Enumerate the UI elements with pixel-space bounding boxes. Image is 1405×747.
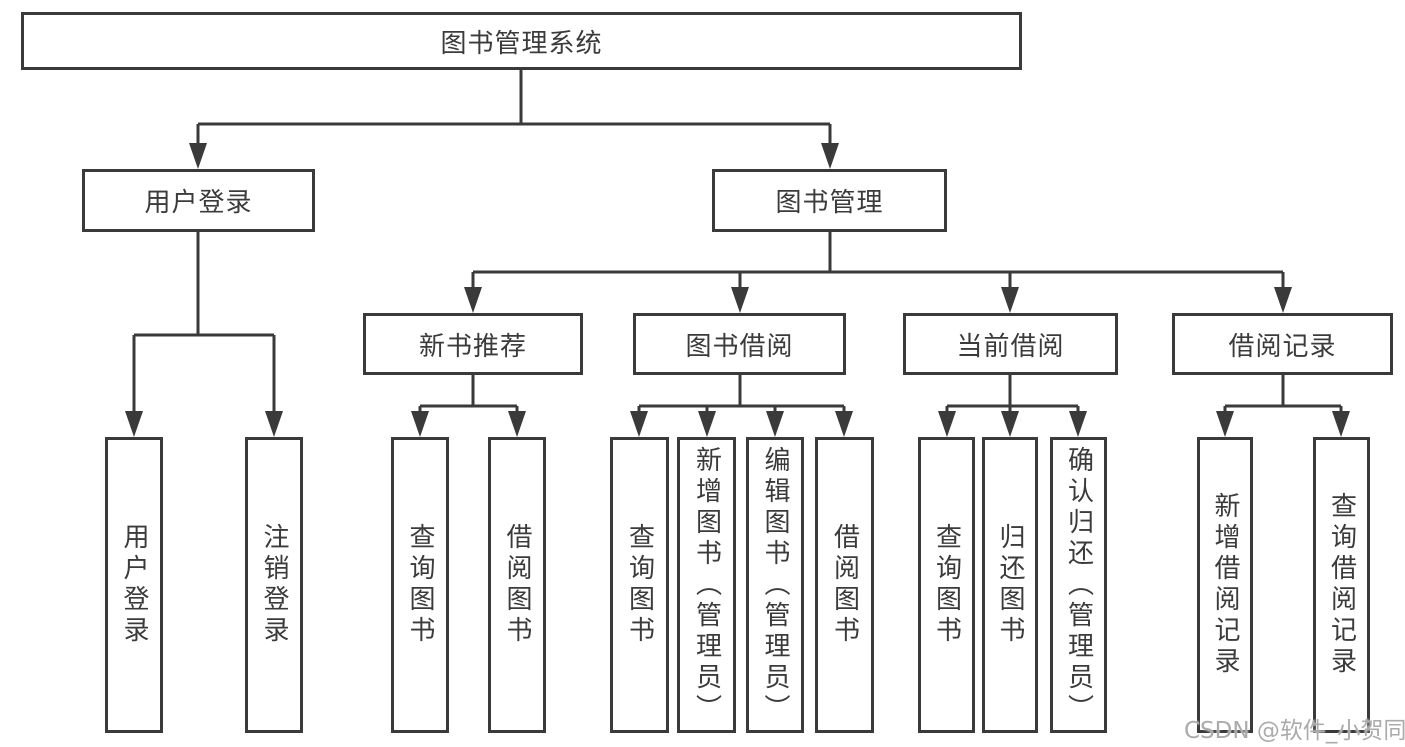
leaf-user-login: 用户登录: [105, 437, 163, 733]
arrow-down-icon: [464, 287, 482, 313]
arrow-down-icon: [731, 287, 749, 313]
node-book-management: 图书管理: [712, 169, 947, 232]
node-user-login: 用户登录: [82, 169, 315, 232]
arrow-down-icon: [1001, 287, 1019, 313]
node-label: 查询图书: [931, 523, 962, 647]
arrow-down-icon: [766, 411, 784, 437]
connector-bookmgmt-to-level3: [464, 232, 1292, 313]
node-label: 新增图书（管理员）: [691, 445, 722, 725]
leaf-query-books-newrec: 查询图书: [391, 437, 449, 733]
arrow-down-icon: [189, 143, 207, 169]
leaf-add-books-admin: 新增图书（管理员）: [677, 437, 736, 733]
arrow-down-icon: [508, 411, 526, 437]
node-label: 图书管理: [775, 188, 884, 218]
connector-root-to-level2: [189, 70, 839, 169]
node-book-management-system: 图书管理系统: [21, 12, 1022, 70]
node-label: 确认归还（管理员）: [1063, 445, 1094, 725]
node-label: 借阅记录: [1228, 331, 1337, 362]
leaf-borrow-books-newrec: 借阅图书: [488, 437, 546, 733]
leaf-confirm-return-admin: 确认归还（管理员）: [1050, 437, 1107, 733]
node-label: 注销登录: [259, 523, 289, 647]
arrow-down-icon: [698, 411, 716, 437]
connector-userlogin-to-leaves: [125, 232, 283, 437]
node-label: 查询图书: [405, 523, 435, 647]
node-label: 新增借阅记录: [1210, 492, 1240, 678]
arrow-down-icon: [835, 411, 853, 437]
connector-current-to-leaves: [938, 375, 1087, 437]
node-new-book-recommend: 新书推荐: [363, 313, 583, 375]
node-label: 归还图书: [995, 523, 1025, 647]
leaf-edit-books-admin: 编辑图书（管理员）: [746, 437, 804, 733]
arrow-down-icon: [1001, 411, 1019, 437]
arrow-down-icon: [630, 411, 648, 437]
node-book-borrowing: 图书借阅: [633, 313, 846, 375]
arrow-down-icon: [411, 411, 429, 437]
arrow-down-icon: [938, 411, 956, 437]
node-label: 新书推荐: [418, 331, 527, 362]
node-current-borrowing: 当前借阅: [903, 313, 1118, 375]
leaf-query-borrow-record: 查询借阅记录: [1313, 437, 1370, 733]
node-label: 借阅图书: [502, 523, 532, 647]
csdn-watermark: CSDN @软件_小贺同学: [1184, 718, 1405, 744]
arrow-down-icon: [1332, 411, 1350, 437]
node-label: 图书管理系统: [440, 28, 603, 59]
connector-records-to-leaves: [1216, 375, 1350, 437]
node-borrowing-records: 借阅记录: [1172, 313, 1393, 375]
connector-newrec-to-leaves: [411, 375, 526, 437]
leaf-query-books-borrow: 查询图书: [610, 437, 669, 733]
arrow-down-icon: [1274, 287, 1292, 313]
connector-borrow-to-leaves: [630, 375, 853, 437]
node-label: 查询图书: [624, 523, 655, 647]
leaf-query-books-current: 查询图书: [918, 437, 975, 733]
node-label: 查询借阅记录: [1326, 492, 1357, 678]
leaf-add-borrow-record: 新增借阅记录: [1197, 437, 1253, 733]
arrow-down-icon: [125, 411, 143, 437]
leaf-return-books: 归还图书: [982, 437, 1038, 733]
arrow-down-icon: [265, 411, 283, 437]
arrow-down-icon: [1216, 411, 1234, 437]
node-label: 图书借阅: [685, 331, 794, 362]
node-label: 用户登录: [144, 188, 253, 218]
leaf-borrow-books: 借阅图书: [815, 437, 874, 733]
node-label: 用户登录: [119, 523, 149, 647]
arrow-down-icon: [821, 143, 839, 169]
leaf-logout: 注销登录: [245, 437, 303, 733]
arrow-down-icon: [1069, 411, 1087, 437]
node-label: 借阅图书: [829, 523, 860, 647]
node-label: 编辑图书（管理员）: [760, 445, 790, 725]
node-label: 当前借阅: [956, 331, 1065, 362]
